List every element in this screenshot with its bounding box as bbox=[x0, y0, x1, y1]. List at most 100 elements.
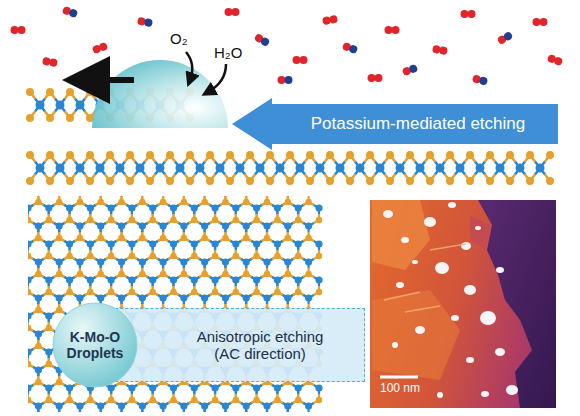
atom bbox=[408, 64, 418, 74]
molecule bbox=[402, 64, 419, 77]
atom bbox=[285, 76, 293, 84]
atoms bbox=[26, 151, 554, 185]
oxygen-atom bbox=[368, 74, 376, 82]
s-atom bbox=[166, 177, 174, 185]
s-atom bbox=[86, 88, 94, 96]
s-atom bbox=[246, 177, 254, 185]
atom bbox=[348, 44, 358, 54]
molecule bbox=[472, 74, 489, 86]
s-atom bbox=[46, 114, 54, 122]
s-atom bbox=[66, 88, 74, 96]
droplet bbox=[92, 60, 228, 128]
atom bbox=[439, 46, 448, 55]
s-atom bbox=[426, 177, 434, 185]
s-atom bbox=[466, 151, 474, 159]
s-atom bbox=[326, 151, 334, 159]
h2o-arrow bbox=[208, 64, 226, 92]
s-atom bbox=[206, 151, 214, 159]
molecule bbox=[322, 15, 338, 25]
molecule bbox=[533, 18, 548, 26]
oxygen-atom bbox=[533, 18, 541, 26]
s-atom bbox=[26, 151, 34, 159]
atom bbox=[300, 56, 308, 64]
molecule bbox=[225, 8, 240, 16]
s-atom bbox=[326, 177, 334, 185]
s-atom bbox=[306, 177, 314, 185]
s-atom bbox=[446, 151, 454, 159]
s-atom bbox=[166, 151, 174, 159]
s-atom bbox=[506, 177, 514, 185]
oxygen-atom bbox=[461, 10, 469, 18]
molecule bbox=[92, 42, 109, 55]
s-atom bbox=[406, 177, 414, 185]
mo-atom bbox=[176, 164, 185, 173]
s-atom bbox=[366, 177, 374, 185]
atom bbox=[98, 42, 108, 52]
mo-atom bbox=[536, 164, 545, 173]
s-atom bbox=[306, 151, 314, 159]
atom bbox=[68, 8, 78, 18]
s-atom bbox=[446, 177, 454, 185]
s-atom bbox=[546, 151, 554, 159]
mo-atom bbox=[296, 164, 305, 173]
molecule bbox=[461, 10, 476, 18]
gas-molecules bbox=[11, 6, 564, 86]
molecule bbox=[293, 56, 308, 64]
s-atom bbox=[146, 151, 154, 159]
s-atom bbox=[226, 151, 234, 159]
s-atom bbox=[86, 177, 94, 185]
atom bbox=[392, 26, 400, 34]
o2-arrow bbox=[186, 52, 192, 80]
mo-atom bbox=[396, 164, 405, 173]
oxygen-atom bbox=[11, 26, 19, 34]
s-atom bbox=[506, 151, 514, 159]
s-atom bbox=[86, 151, 94, 159]
atom bbox=[260, 36, 271, 47]
oxygen-atom bbox=[225, 8, 233, 16]
s-atom bbox=[126, 151, 134, 159]
s-atom bbox=[426, 151, 434, 159]
atom bbox=[468, 10, 476, 18]
motion-arrow bbox=[86, 77, 134, 83]
molecule bbox=[342, 42, 359, 55]
s-atom bbox=[526, 177, 534, 185]
mo-atom bbox=[136, 164, 145, 173]
mo-atom bbox=[496, 164, 505, 173]
mo-atom bbox=[96, 164, 105, 173]
atom bbox=[478, 76, 488, 86]
oxygen-atom bbox=[385, 26, 393, 34]
s-atom bbox=[286, 151, 294, 159]
s-atom bbox=[386, 151, 394, 159]
mo-atom bbox=[36, 164, 45, 173]
atom bbox=[18, 26, 26, 34]
s-atom bbox=[286, 177, 294, 185]
mo-atom bbox=[156, 164, 165, 173]
s-atom bbox=[106, 151, 114, 159]
atom bbox=[49, 58, 58, 67]
s-atom bbox=[26, 88, 34, 96]
molecule bbox=[385, 26, 400, 34]
s-atom bbox=[346, 151, 354, 159]
s-atom bbox=[266, 151, 274, 159]
molecule bbox=[11, 26, 26, 34]
s-atom bbox=[46, 88, 54, 96]
atom bbox=[144, 18, 153, 27]
mo-atom bbox=[416, 164, 425, 173]
s-atom bbox=[46, 151, 54, 159]
molecule bbox=[432, 45, 448, 55]
atom bbox=[232, 8, 240, 16]
mo-atom bbox=[76, 101, 85, 110]
mo-atom bbox=[116, 164, 125, 173]
s-atom bbox=[66, 114, 74, 122]
molecule bbox=[254, 33, 271, 47]
s-atom bbox=[26, 114, 34, 122]
s-atom bbox=[526, 151, 534, 159]
mo-atom bbox=[356, 164, 365, 173]
mo-atom bbox=[76, 164, 85, 173]
s-atom bbox=[106, 177, 114, 185]
s-atom bbox=[206, 177, 214, 185]
mo-atom bbox=[56, 101, 65, 110]
mo-atom bbox=[316, 164, 325, 173]
s-atom bbox=[66, 151, 74, 159]
s-atom bbox=[26, 177, 34, 185]
